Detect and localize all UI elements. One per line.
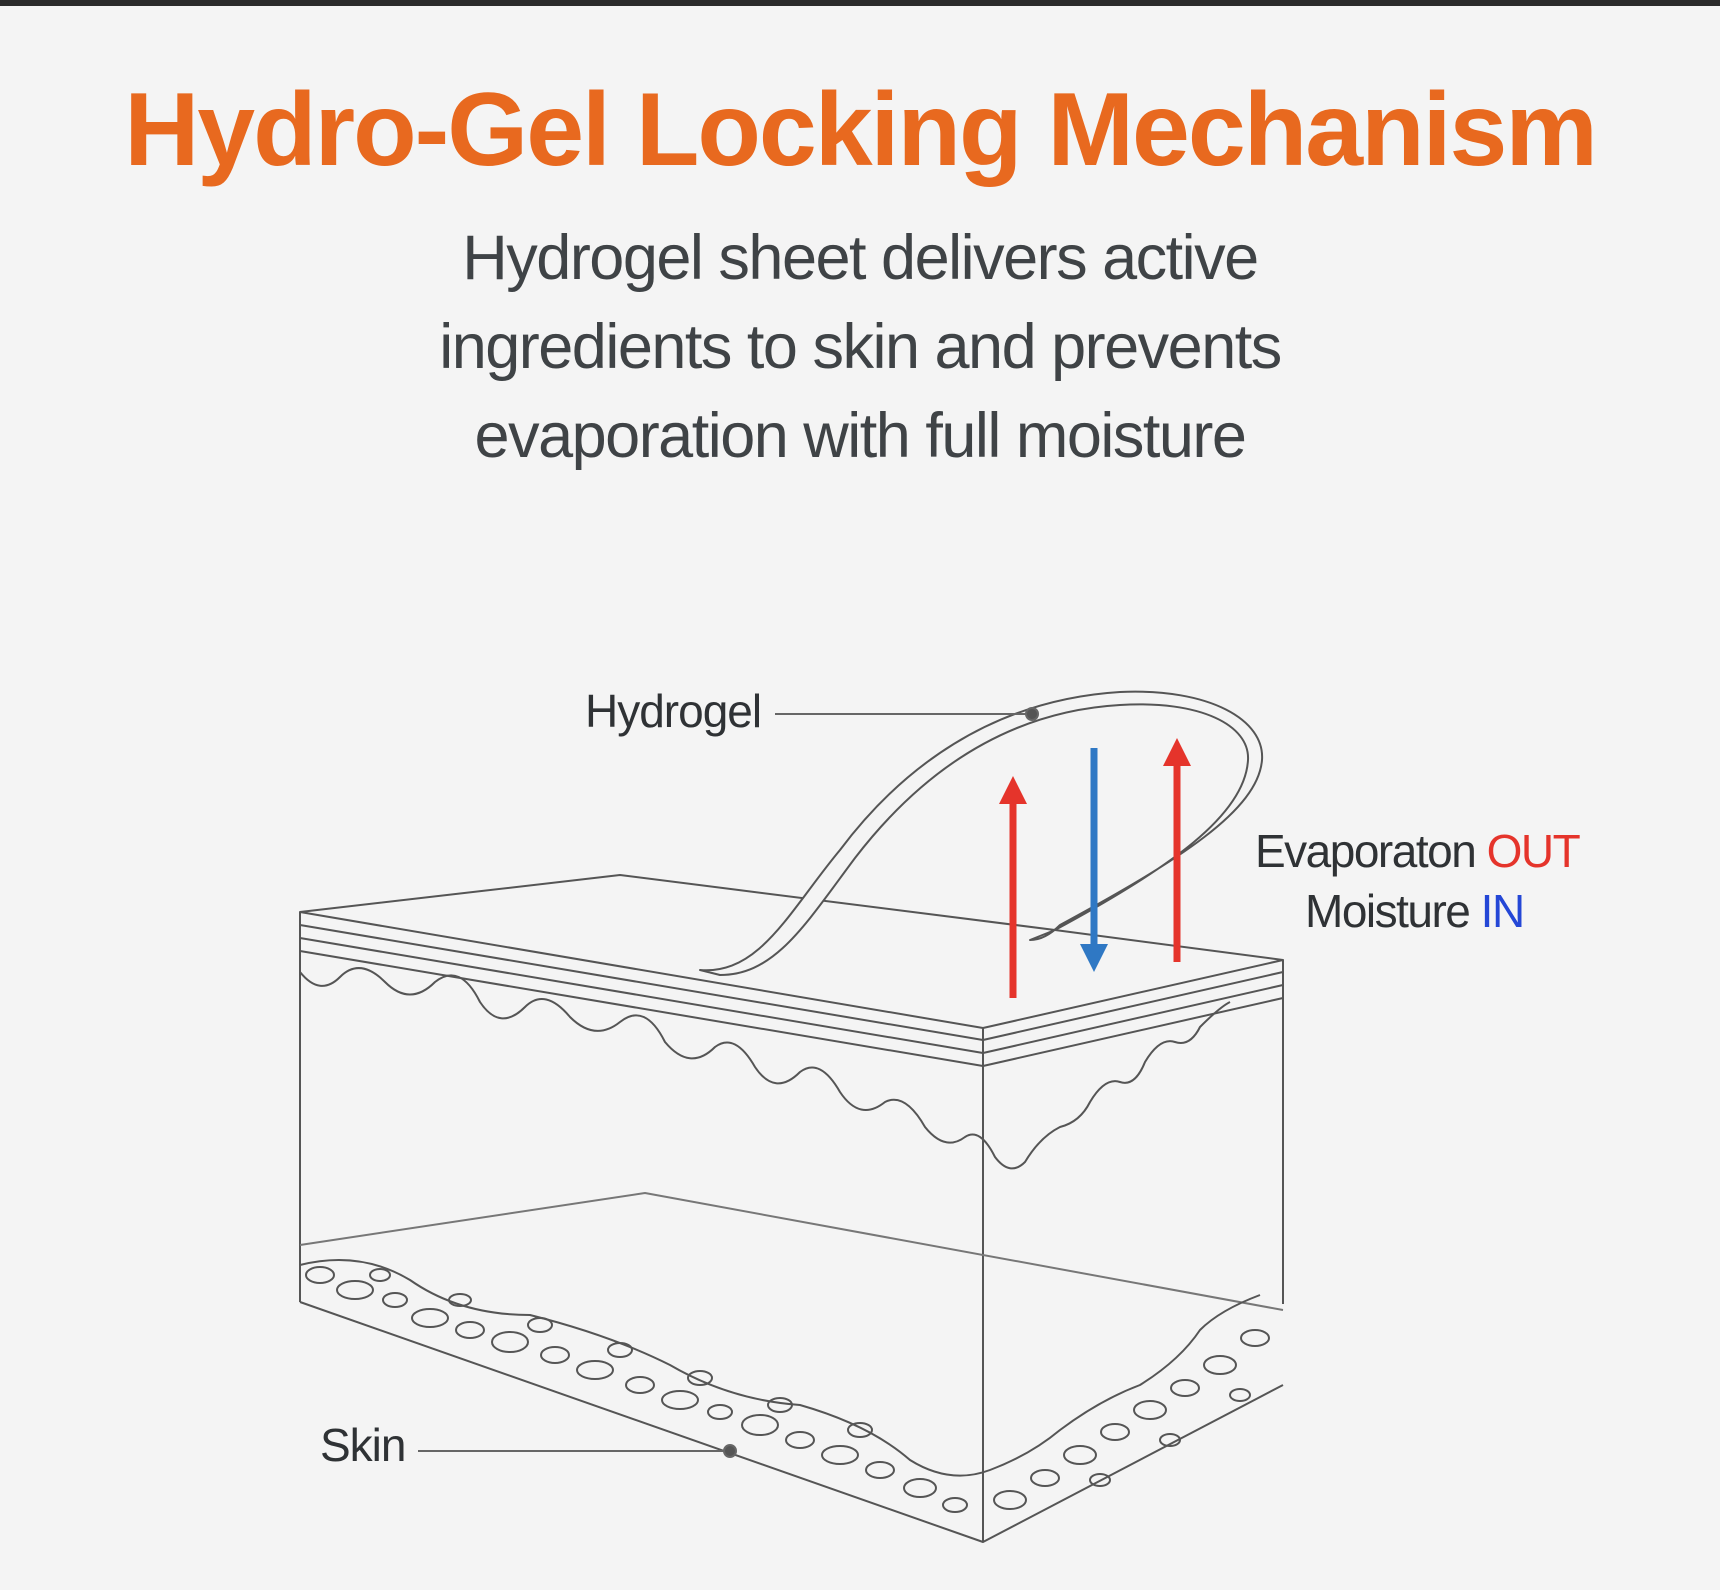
block-back-edge (299, 1192, 1284, 1311)
top-bar (0, 0, 1720, 6)
flow-arrows (999, 738, 1191, 998)
page-title: Hydro-Gel Locking Mechanism (124, 72, 1598, 188)
hydrogel-sheet-shape (699, 690, 1264, 976)
dermis-wave (299, 967, 1231, 1170)
hydrogel-sheet (699, 690, 1264, 976)
subtitle: Hydrogel sheet delivers active ingredien… (0, 214, 1720, 481)
moisture-in-keyword: IN (1480, 885, 1526, 937)
subtitle-line-2: ingredients to skin and prevents (439, 312, 1282, 382)
skin-label: Skin (320, 1419, 406, 1471)
moisture-legend: Moisture IN (1305, 885, 1526, 937)
leader-lines (418, 707, 1039, 1458)
stratum-line (299, 924, 1284, 1041)
subtitle-line-1: Hydrogel sheet delivers active (462, 223, 1259, 293)
skin-leader-dot (723, 1444, 737, 1458)
hydrogel-leader-dot (1025, 707, 1039, 721)
fat-cells (305, 1266, 1270, 1513)
skin-block (299, 874, 1284, 1543)
evaporation-legend-text: Evaporaton (1255, 825, 1487, 877)
skin-top-surface (299, 874, 1284, 1029)
subtitle-line-3: evaporation with full moisture (474, 401, 1247, 471)
block-bottom-edge (299, 1301, 1284, 1543)
evaporation-out-keyword: OUT (1486, 825, 1581, 877)
evaporation-legend: Evaporaton OUT (1255, 825, 1581, 877)
moisture-legend-text: Moisture (1305, 885, 1481, 937)
hydrogel-label: Hydrogel (585, 685, 762, 737)
subcutis-wave (299, 1259, 1261, 1477)
